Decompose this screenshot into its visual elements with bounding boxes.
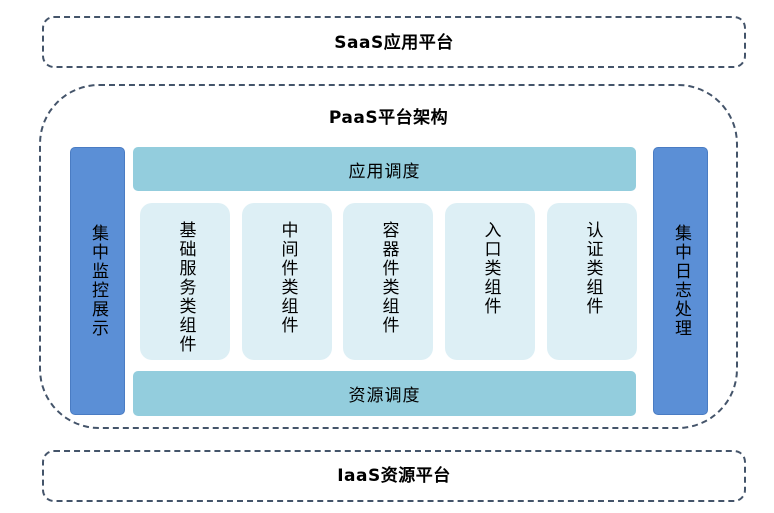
component-box: 入口类组件	[445, 203, 535, 360]
centralized-logging-label: 集中日志处理	[671, 224, 691, 338]
saas-layer	[42, 16, 746, 68]
resource-scheduling-bar: 资源调度	[133, 371, 636, 416]
saas-title: SaaS应用平台	[334, 33, 454, 53]
component-label: 容器件类组件	[378, 221, 399, 335]
application-scheduling-label: 应用调度	[348, 161, 421, 182]
centralized-monitoring-label: 集中监控展示	[88, 224, 108, 338]
component-label: 认证类组件	[582, 221, 603, 316]
resource-scheduling-label: 资源调度	[348, 386, 421, 406]
component-label: 基础服务类组件	[175, 221, 196, 354]
iaas-title: IaaS资源平台	[337, 466, 451, 486]
paas-title: PaaS平台架构	[328, 108, 449, 128]
component-label: 中间件类组件	[277, 221, 298, 335]
component-box: 容器件类组件	[343, 203, 433, 360]
centralized-logging-bar: 集中日志处理	[653, 147, 708, 415]
component-box: 中间件类组件	[242, 203, 332, 360]
application-scheduling-bar: 应用调度	[133, 147, 636, 191]
centralized-monitoring-bar: 集中监控展示	[70, 147, 125, 415]
component-label: 入口类组件	[480, 221, 501, 316]
iaas-layer	[42, 450, 746, 502]
component-box: 基础服务类组件	[140, 203, 230, 360]
component-box: 认证类组件	[547, 203, 637, 360]
paas-layer	[39, 84, 738, 429]
